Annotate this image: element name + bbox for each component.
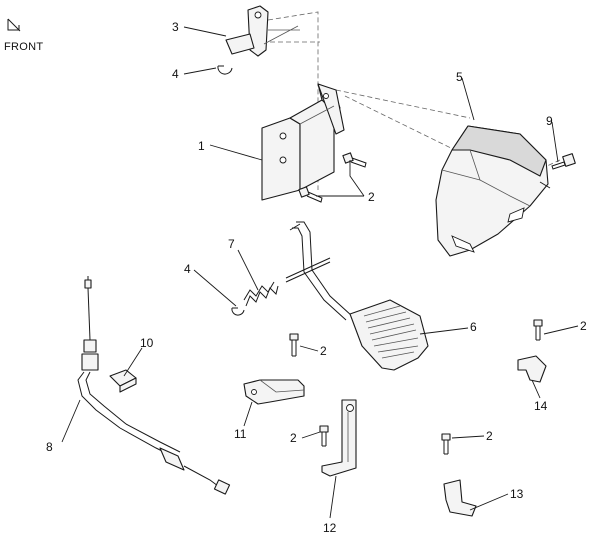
cable-clip — [109, 369, 137, 393]
bolt-vertical-bracket — [319, 425, 329, 447]
callout-9: 9 — [546, 114, 553, 128]
bolt-cover — [551, 153, 576, 170]
pedal-stop-bracket — [243, 379, 305, 405]
vertical-bracket — [321, 399, 357, 477]
callout-1: 1 — [198, 139, 205, 153]
callout-5: 5 — [456, 70, 463, 84]
callout-2-vertical-bracket: 2 — [290, 431, 297, 445]
snap-ring-lower — [231, 307, 245, 316]
callout-2-clamp-lower: 2 — [486, 429, 493, 443]
callout-4-lower: 4 — [184, 262, 191, 276]
callout-7: 7 — [228, 237, 235, 251]
bolt-clamp-right — [533, 319, 543, 341]
pedal-mounting-bracket — [261, 83, 345, 201]
front-arrow-icon — [7, 18, 21, 32]
leader-lines — [61, 26, 579, 519]
callout-14: 14 — [534, 399, 548, 413]
snap-ring-upper — [217, 65, 233, 75]
accelerator-pedal — [289, 221, 429, 371]
callout-12: 12 — [323, 521, 337, 535]
callout-4-upper: 4 — [172, 67, 179, 81]
callout-13: 13 — [510, 487, 524, 501]
clamp-right — [517, 355, 547, 383]
callout-11: 11 — [234, 427, 247, 441]
accelerator-cable — [77, 276, 231, 495]
callout-3: 3 — [172, 20, 179, 34]
bolt-clamp-lower — [441, 433, 451, 455]
bolt-bracket-lower — [298, 186, 323, 203]
clamp-lower — [443, 479, 477, 517]
return-spring — [243, 257, 331, 307]
callout-2-stop-bracket: 2 — [320, 344, 327, 358]
callout-8: 8 — [46, 440, 53, 454]
callout-2-clamp-right: 2 — [580, 319, 587, 333]
callout-10: 10 — [140, 336, 154, 350]
callout-2-bracket: 2 — [368, 190, 375, 204]
cable-clip-bracket — [225, 5, 300, 57]
bolt-bracket-upper — [342, 152, 367, 168]
callout-6: 6 — [470, 320, 477, 334]
bolt-stop-bracket — [289, 333, 299, 357]
front-label: FRONT — [4, 41, 43, 53]
pedal-cover — [435, 125, 551, 257]
